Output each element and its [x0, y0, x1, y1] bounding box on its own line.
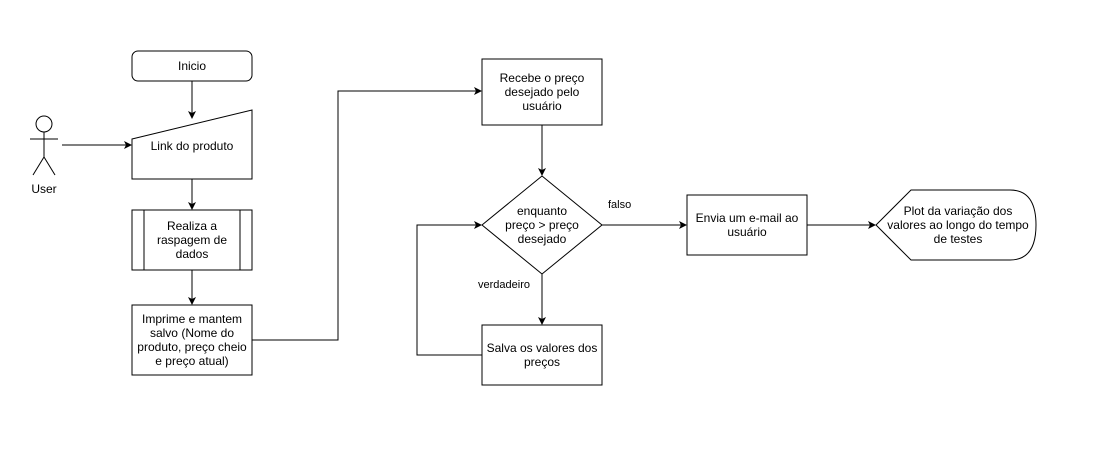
receive-price-shape	[481, 58, 603, 126]
plot-display-shape	[875, 189, 1037, 261]
user-label: User	[31, 182, 57, 196]
edge-print-to-receive	[252, 87, 482, 341]
link-input-shape	[131, 109, 253, 180]
scrape-process-shape	[131, 209, 253, 271]
user-actor-icon	[30, 115, 58, 176]
true-edge-label: verdadeiro	[478, 279, 530, 291]
send-email-label: Envia um e-mail ao usuário	[695, 211, 799, 239]
print-save-shape	[131, 304, 253, 376]
scrape-label: Realiza a raspagem de dados	[156, 219, 228, 261]
start-label: Inicio	[177, 59, 206, 73]
plot-label: Plot da variação dos valores ao longo do…	[887, 204, 1029, 246]
link-label: Link do produto	[150, 139, 234, 153]
print-save-label: Imprime e mantem salvo (Nome do produto,…	[137, 312, 247, 368]
save-values-label: Salva os valores dos preços	[486, 341, 598, 369]
edge-save-loop	[416, 221, 482, 356]
false-edge-label: falso	[608, 199, 632, 211]
receive-price-label: Recebe o preço desejado pelo usuário	[499, 71, 585, 113]
send-email-shape	[686, 194, 808, 256]
condition-label: enquanto preço > preço desejado	[505, 204, 579, 246]
